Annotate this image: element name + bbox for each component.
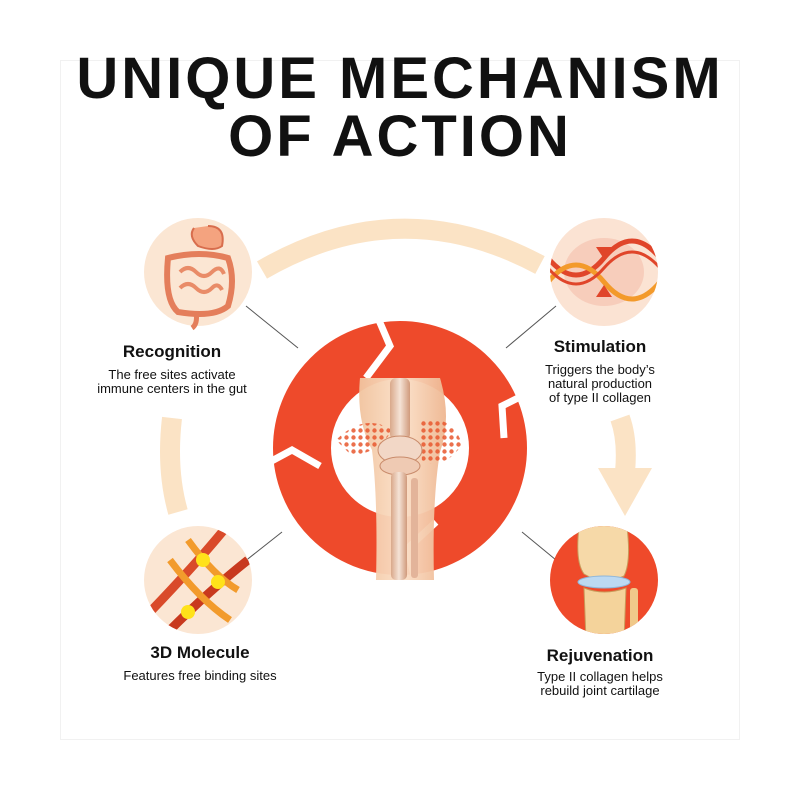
connector-recognition <box>245 305 299 349</box>
intestine-icon <box>144 218 252 331</box>
binding-site-dot <box>211 575 225 589</box>
left-cycle-arc <box>160 416 188 515</box>
step-recognition: Recognition The free sites activate immu… <box>72 342 272 396</box>
connector-lines <box>243 305 557 563</box>
binding-site-dot <box>196 553 210 567</box>
connector-molecule <box>243 531 283 563</box>
binding-site-dot <box>181 605 195 619</box>
step-recognition-text: The free sites activate immune centers i… <box>97 367 247 396</box>
step-stimulation: Stimulation Triggers the body’s natural … <box>520 337 680 405</box>
page-title-line-2: OF ACTION <box>228 104 572 169</box>
outer-cycle-arrows <box>160 218 652 516</box>
ring-gap-top <box>363 316 395 381</box>
step-rejuvenation-heading: Rejuvenation <box>546 646 654 665</box>
stimulation-arrow-down <box>596 247 612 259</box>
stimulation-arrow-up <box>596 285 612 297</box>
step-stimulation-text: Triggers the body’s natural production o… <box>545 362 655 405</box>
diagram-panel <box>60 60 740 740</box>
collagen-helix-icon <box>550 218 658 326</box>
right-cycle-arrowhead <box>598 468 652 516</box>
molecule-icon <box>144 526 252 634</box>
step-recognition-heading: Recognition <box>122 342 222 361</box>
right-cycle-arc <box>610 414 636 473</box>
step-molecule: 3D Molecule Features free binding sites <box>100 643 300 683</box>
step-rejuvenation: Rejuvenation Type II collagen helps rebu… <box>515 646 685 698</box>
step-rejuvenation-text: Type II collagen helps rebuild joint car… <box>537 669 663 698</box>
step-molecule-heading: 3D Molecule <box>150 643 250 662</box>
ring-gap-right <box>498 388 532 439</box>
center-knee-icon <box>336 378 462 580</box>
step-molecule-text: Features free binding sites <box>123 668 277 683</box>
ring-gap-left <box>264 445 322 470</box>
step-stimulation-heading: Stimulation <box>553 337 647 356</box>
connector-rejuvenation <box>521 531 557 561</box>
knee-joint-icon <box>550 526 658 634</box>
connector-stimulation <box>505 305 557 349</box>
page-title-line-1: UNIQUE MECHANISM <box>76 46 724 111</box>
top-cycle-arc <box>256 218 545 279</box>
